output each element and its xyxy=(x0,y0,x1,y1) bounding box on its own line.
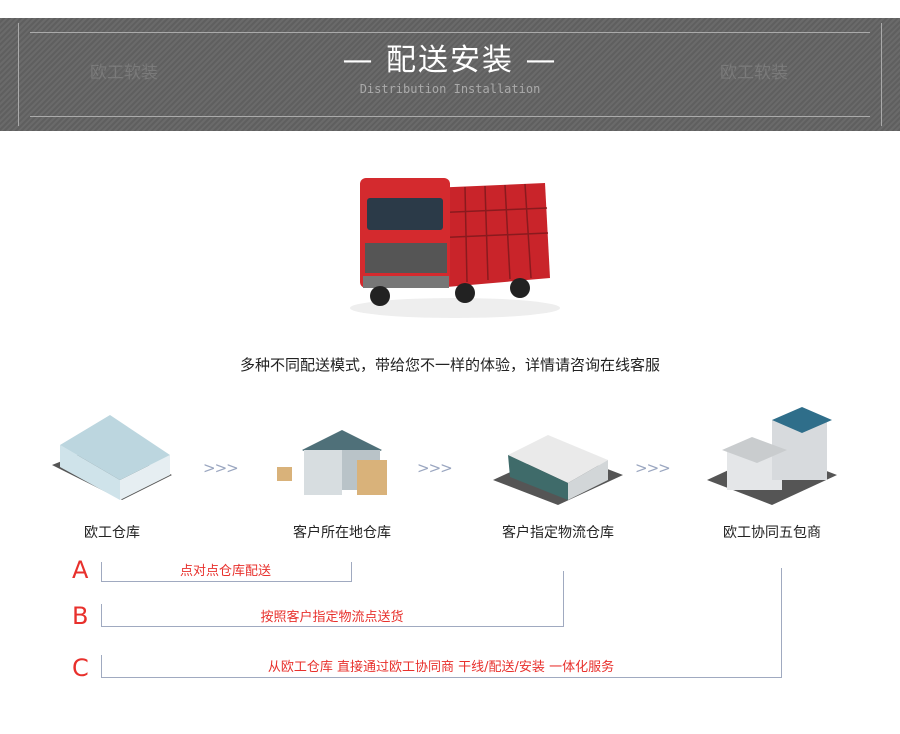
watermark-logo-left: 欧工软装 xyxy=(90,63,158,83)
page-title: — 配送安装 — xyxy=(342,43,558,78)
truck-image xyxy=(350,178,560,318)
node-label: 客户指定物流仓库 xyxy=(502,525,614,541)
warehouse-icon xyxy=(493,435,623,505)
node-customer-logistics-warehouse: 客户指定物流仓库 xyxy=(478,405,638,542)
route-letter-a: A xyxy=(72,556,89,584)
route-text-a: 点对点仓库配送 xyxy=(179,564,271,579)
watermark-logo-right: 欧工软装 xyxy=(720,63,788,83)
node-label: 客户所在地仓库 xyxy=(293,525,391,541)
route-line-b xyxy=(101,571,564,627)
route-letter-b: B xyxy=(72,602,89,630)
node-label: 欧工协同五包商 xyxy=(723,525,821,541)
arrow-icon: >>> xyxy=(417,459,453,477)
warehouse-icon xyxy=(707,407,837,505)
route-text-b: 按照客户指定物流点送货 xyxy=(260,610,404,625)
header-banner: 欧工软装 欧工软装 — 配送安装 — Distribution Installa… xyxy=(0,18,900,131)
route-letter-c: C xyxy=(72,654,89,682)
route-line-a xyxy=(101,562,352,582)
route-line-c xyxy=(101,568,782,678)
warehouse-icon xyxy=(277,430,387,495)
arrow-icon: >>> xyxy=(635,459,671,477)
warehouse-icon xyxy=(52,415,172,500)
node-label: 欧工仓库 xyxy=(84,525,140,541)
page-subtitle: Distribution Installation xyxy=(359,82,541,96)
node-customer-local-warehouse: 客户所在地仓库 xyxy=(262,405,422,542)
arrow-icon: >>> xyxy=(203,459,239,477)
route-text-c: 从欧工仓库 直接通过欧工协同商 干线/配送/安装 一体化服务 xyxy=(267,660,615,675)
node-ougong-partner: 欧工协同五包商 xyxy=(692,405,852,542)
slogan-text: 多种不同配送模式，带给您不一样的体验，详情请咨询在线客服 xyxy=(239,356,660,374)
node-ougong-warehouse: 欧工仓库 xyxy=(32,405,192,542)
